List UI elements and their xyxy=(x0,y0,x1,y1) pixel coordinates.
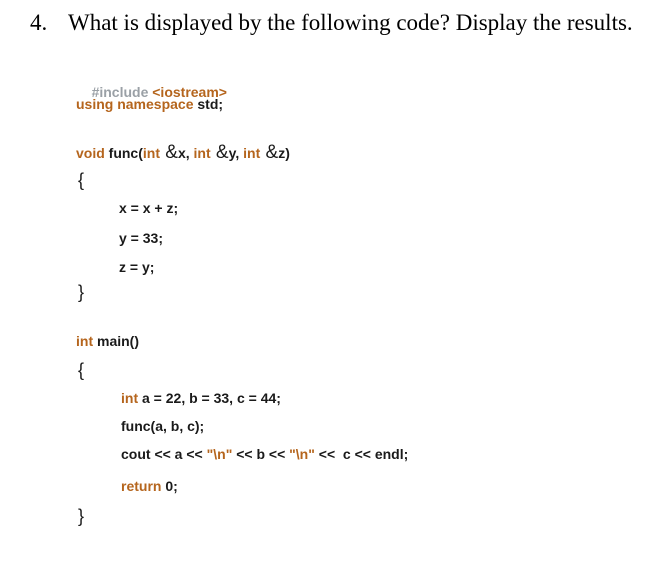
main-line-cout: cout << a << "\n" << b << "\n" << c << e… xyxy=(121,446,408,462)
code-line-using: using namespace std; xyxy=(76,96,223,112)
param-ref-1: & xyxy=(160,142,178,163)
func-body-line-2: y = 33; xyxy=(119,230,163,246)
question-number: 4. xyxy=(30,10,48,35)
param-ref-3: & xyxy=(260,142,279,163)
decl-rest: a = 22, b = 33, c = 44; xyxy=(138,390,281,406)
include-header: <iostream> xyxy=(152,84,227,100)
cout-c: << c << endl; xyxy=(314,446,409,462)
using-keyword: using namespace xyxy=(76,96,194,112)
cout-a: cout << a << xyxy=(121,446,207,462)
param-x: x, xyxy=(177,145,194,161)
cout-newline-2: "\n" xyxy=(289,446,315,462)
param-y: y, xyxy=(228,145,244,161)
cout-newline-1: "\n" xyxy=(206,446,233,462)
decl-type: int xyxy=(121,390,139,406)
param-type-2: int xyxy=(193,145,211,161)
param-ref-2: & xyxy=(210,142,229,163)
return-keyword: return xyxy=(121,478,162,494)
func-open-brace: { xyxy=(78,170,85,190)
question-text: What is displayed by the following code?… xyxy=(68,10,633,35)
return-rest: 0; xyxy=(161,478,178,494)
main-line-return: return 0; xyxy=(121,478,178,494)
cout-b: << b << xyxy=(232,446,290,462)
main-return-type: int xyxy=(76,333,94,349)
code-line-main: int main() xyxy=(76,333,139,349)
param-type-1: int xyxy=(142,145,160,161)
func-return-type: void xyxy=(76,145,105,161)
func-close-brace: } xyxy=(78,282,85,302)
main-name: main() xyxy=(93,333,139,349)
func-name: func( xyxy=(104,145,143,161)
using-rest: std; xyxy=(193,96,224,112)
main-close-brace: } xyxy=(78,506,85,526)
param-z: z) xyxy=(278,145,290,161)
func-body-line-3: z = y; xyxy=(119,259,155,275)
func-body-line-1: x = x + z; xyxy=(119,200,179,216)
code-line-func-signature: void func(int &x, int &y, int &z) xyxy=(76,142,290,164)
main-open-brace: { xyxy=(78,360,85,380)
include-directive: #include xyxy=(91,84,149,100)
code-line-include: #include <iostream> xyxy=(76,68,227,116)
main-line-call: func(a, b, c); xyxy=(121,418,205,434)
param-type-3: int xyxy=(243,145,261,161)
main-line-declaration: int a = 22, b = 33, c = 44; xyxy=(121,390,281,406)
question-heading: 4. What is displayed by the following cod… xyxy=(30,10,633,36)
